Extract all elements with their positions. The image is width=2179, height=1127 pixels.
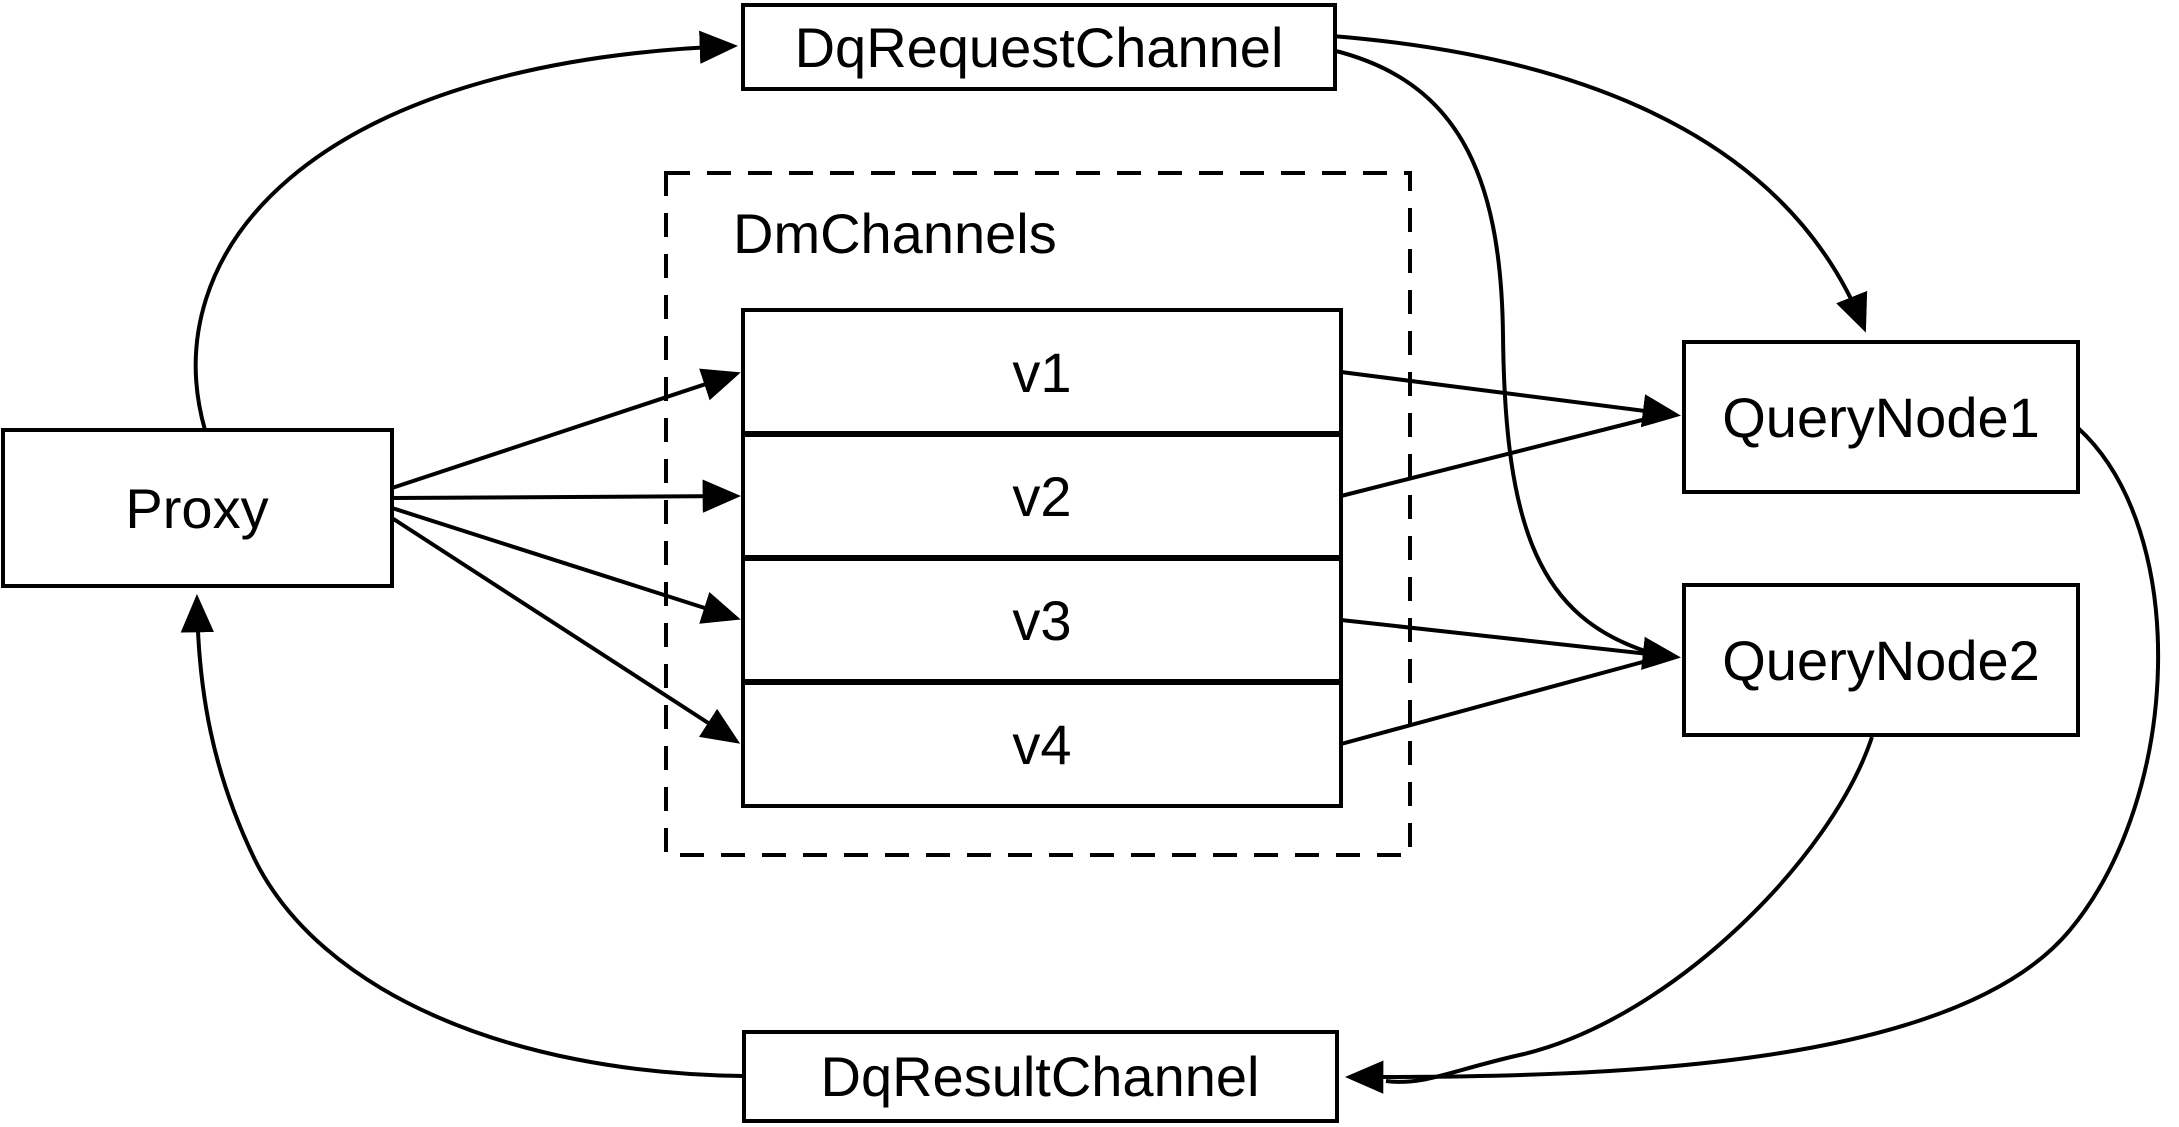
edge-v1-to-querynode1: [1340, 370, 1681, 428]
node-proxy: Proxy: [1, 428, 394, 588]
edge-proxy-to-v3: [391, 506, 741, 624]
node-querynode1: QueryNode1: [1682, 340, 2080, 494]
edge-proxy-to-v4: [390, 516, 741, 744]
channel-v1-label: v1: [1012, 341, 1071, 404]
edge-v3-to-querynode2: [1340, 618, 1681, 670]
edge-querynode1-to-dqresultchannel: [1345, 426, 2161, 1094]
channel-v2-label: v2: [1012, 465, 1071, 528]
node-dqresultchannel: DqResultChannel: [742, 1030, 1339, 1123]
proxy-label: Proxy: [125, 477, 268, 540]
edge-proxy-to-dqrequestchannel: [193, 30, 738, 431]
dqresultchannel-label: DqResultChannel: [821, 1045, 1260, 1108]
edge-v4-to-querynode2: [1340, 658, 1651, 746]
edge-proxy-to-v1: [391, 368, 741, 490]
dmchannels-label: DmChannels: [733, 202, 1057, 265]
edge-v2-to-querynode1: [1340, 416, 1651, 498]
node-querynode2: QueryNode2: [1682, 583, 2080, 737]
edge-proxy-to-v2: [391, 479, 741, 513]
node-dqrequestchannel: DqRequestChannel: [741, 3, 1337, 91]
querynode2-label: QueryNode2: [1722, 629, 2040, 692]
dmchannels-rows: v1 v2 v3 v4: [741, 308, 1343, 808]
dqrequestchannel-label: DqRequestChannel: [795, 16, 1284, 79]
edge-dqrequestchannel-to-querynode2: [1331, 48, 1649, 654]
edge-dqresultchannel-to-proxy: [180, 594, 745, 1078]
edge-dqrequestchannel-to-querynode1: [1331, 34, 1868, 333]
channel-v3-label: v3: [1012, 589, 1071, 652]
group-dmchannels: DmChannels v1 v2 v3 v4: [664, 171, 1412, 857]
edge-querynode2-to-dqresultchannel: [1385, 736, 1874, 1084]
channel-v4-label: v4: [1012, 713, 1071, 776]
querynode1-label: QueryNode1: [1722, 386, 2040, 449]
